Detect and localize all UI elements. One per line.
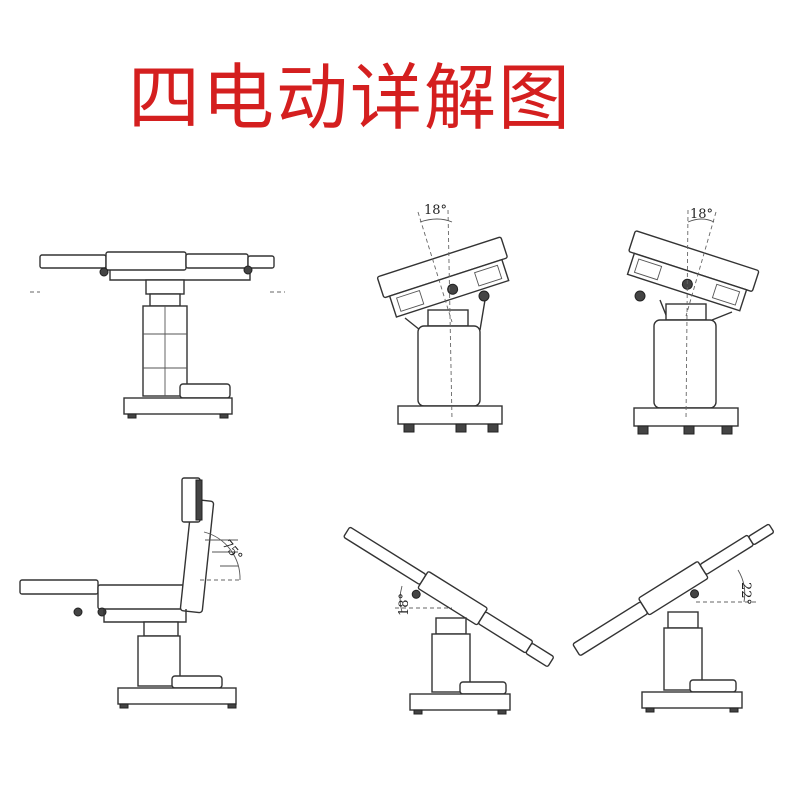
tilt-left-angle-label: 18° [690, 207, 713, 222]
lateral-tilt-view-left: 18° [626, 207, 760, 435]
reverse-trendelenburg-view: 22° [572, 523, 774, 713]
trendelenburg-angle-label: 18° [397, 593, 412, 616]
back-raise-view: 75° [19, 477, 245, 709]
flat-table-view [30, 251, 285, 419]
reverse-trendelenburg-angle-label: 22° [738, 582, 753, 605]
page-title: 四电动详解图 [127, 56, 572, 140]
trendelenburg-view: 18° [343, 526, 554, 715]
lateral-tilt-view-right: 18° [376, 203, 510, 433]
tilt-right-angle-label: 18° [424, 203, 447, 218]
